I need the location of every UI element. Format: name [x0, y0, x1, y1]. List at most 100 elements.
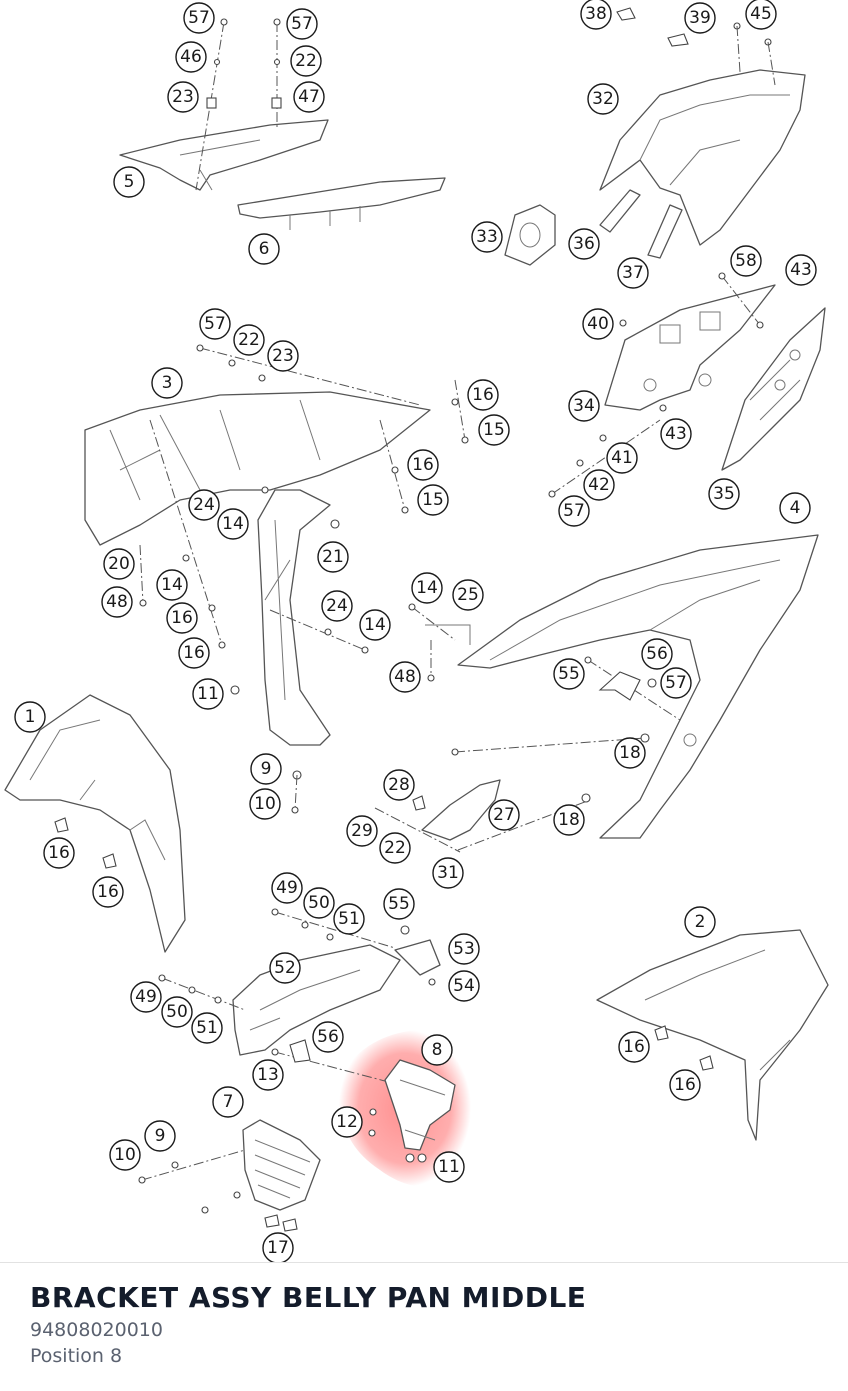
- callout-21[interactable]: 21: [317, 541, 349, 573]
- callout-10[interactable]: 10: [109, 1139, 141, 1171]
- callout-23[interactable]: 23: [267, 340, 299, 372]
- callout-8[interactable]: 8: [421, 1034, 453, 1066]
- callout-32[interactable]: 32: [587, 83, 619, 115]
- callout-18[interactable]: 18: [614, 737, 646, 769]
- callout-3[interactable]: 3: [151, 367, 183, 399]
- callout-16[interactable]: 16: [407, 449, 439, 481]
- part-27-inner-bracket[interactable]: [374, 779, 501, 853]
- callout-39[interactable]: 39: [684, 2, 716, 34]
- callout-15[interactable]: 15: [478, 414, 510, 446]
- callout-29[interactable]: 29: [346, 815, 378, 847]
- part-5-panel[interactable]: [119, 119, 329, 191]
- callout-7[interactable]: 7: [212, 1086, 244, 1118]
- callout-36[interactable]: 36: [568, 228, 600, 260]
- callout-14[interactable]: 14: [411, 572, 443, 604]
- callout-6[interactable]: 6: [248, 233, 280, 265]
- callout-45[interactable]: 45: [745, 0, 777, 30]
- part-35-side-cover[interactable]: [721, 307, 826, 471]
- callout-57[interactable]: 57: [558, 495, 590, 527]
- callout-16[interactable]: 16: [92, 876, 124, 908]
- callout-1[interactable]: 1: [14, 701, 46, 733]
- callout-56[interactable]: 56: [641, 638, 673, 670]
- callout-55[interactable]: 55: [383, 888, 415, 920]
- callout-33[interactable]: 33: [471, 221, 503, 253]
- callout-48[interactable]: 48: [101, 586, 133, 618]
- callout-14[interactable]: 14: [217, 508, 249, 540]
- part-36-strip[interactable]: [599, 189, 641, 233]
- part-37-strip[interactable]: [647, 204, 683, 259]
- callout-57[interactable]: 57: [660, 667, 692, 699]
- part-7-grille[interactable]: [138, 1119, 321, 1232]
- callout-2[interactable]: 2: [684, 906, 716, 938]
- callout-16[interactable]: 16: [166, 602, 198, 634]
- callout-16[interactable]: 16: [43, 837, 75, 869]
- callout-14[interactable]: 14: [156, 569, 188, 601]
- callout-50[interactable]: 50: [303, 887, 335, 919]
- callout-18[interactable]: 18: [553, 804, 585, 836]
- callout-11[interactable]: 11: [192, 678, 224, 710]
- callout-51[interactable]: 51: [191, 1012, 223, 1044]
- callout-55[interactable]: 55: [553, 658, 585, 690]
- callout-56[interactable]: 56: [312, 1021, 344, 1053]
- callout-16[interactable]: 16: [618, 1031, 650, 1063]
- callout-23[interactable]: 23: [167, 81, 199, 113]
- callout-25[interactable]: 25: [452, 579, 484, 611]
- callout-22[interactable]: 22: [290, 45, 322, 77]
- callout-17[interactable]: 17: [262, 1232, 294, 1262]
- part-6-rail[interactable]: [237, 177, 446, 230]
- callout-46[interactable]: 46: [175, 41, 207, 73]
- callout-41[interactable]: 41: [606, 442, 638, 474]
- callout-50[interactable]: 50: [161, 996, 193, 1028]
- callout-54[interactable]: 54: [448, 970, 480, 1002]
- part-34-side-cover[interactable]: [604, 284, 776, 411]
- callout-43[interactable]: 43: [660, 418, 692, 450]
- callout-12[interactable]: 12: [331, 1106, 363, 1138]
- callout-43[interactable]: 43: [785, 254, 817, 286]
- callout-52[interactable]: 52: [269, 952, 301, 984]
- callout-57[interactable]: 57: [199, 308, 231, 340]
- callout-10[interactable]: 10: [249, 788, 281, 820]
- callout-16[interactable]: 16: [467, 379, 499, 411]
- callout-11[interactable]: 11: [433, 1151, 465, 1183]
- callout-58[interactable]: 58: [730, 245, 762, 277]
- callout-16[interactable]: 16: [178, 637, 210, 669]
- part-4-side-fairing[interactable]: [457, 534, 819, 839]
- callout-16[interactable]: 16: [669, 1069, 701, 1101]
- part-8-bracket-assy[interactable]: [368, 1059, 456, 1163]
- callout-57[interactable]: 57: [286, 8, 318, 40]
- callout-24[interactable]: 24: [321, 590, 353, 622]
- callout-38[interactable]: 38: [580, 0, 612, 30]
- callout-47[interactable]: 47: [293, 81, 325, 113]
- callout-34[interactable]: 34: [568, 390, 600, 422]
- callout-5[interactable]: 5: [113, 166, 145, 198]
- part-21-fairing-bracket[interactable]: [257, 489, 331, 746]
- callout-22[interactable]: 22: [233, 324, 265, 356]
- callout-27[interactable]: 27: [488, 799, 520, 831]
- callout-48[interactable]: 48: [389, 661, 421, 693]
- callout-20[interactable]: 20: [103, 548, 135, 580]
- part-33-bracket[interactable]: [504, 204, 556, 266]
- callout-49[interactable]: 49: [130, 981, 162, 1013]
- callout-51[interactable]: 51: [333, 903, 365, 935]
- callout-31[interactable]: 31: [432, 857, 464, 889]
- callout-15[interactable]: 15: [417, 484, 449, 516]
- callout-13[interactable]: 13: [252, 1059, 284, 1091]
- callout-57[interactable]: 57: [183, 2, 215, 34]
- callout-37[interactable]: 37: [617, 257, 649, 289]
- part-32-tail-cover[interactable]: [599, 69, 806, 246]
- callout-4[interactable]: 4: [779, 492, 811, 524]
- callout-53[interactable]: 53: [448, 933, 480, 965]
- part-2-belly-pan-side[interactable]: [596, 929, 829, 1141]
- callout-22[interactable]: 22: [379, 832, 411, 864]
- part-1-front-side-panel[interactable]: [4, 694, 186, 953]
- callout-24[interactable]: 24: [188, 489, 220, 521]
- callout-9[interactable]: 9: [144, 1120, 176, 1152]
- callout-49[interactable]: 49: [271, 872, 303, 904]
- callout-42[interactable]: 42: [583, 469, 615, 501]
- callout-28[interactable]: 28: [383, 769, 415, 801]
- callout-35[interactable]: 35: [708, 478, 740, 510]
- callout-14[interactable]: 14: [359, 609, 391, 641]
- callout-9[interactable]: 9: [250, 753, 282, 785]
- callout-40[interactable]: 40: [582, 308, 614, 340]
- part-3-front-fairing[interactable]: [84, 391, 431, 546]
